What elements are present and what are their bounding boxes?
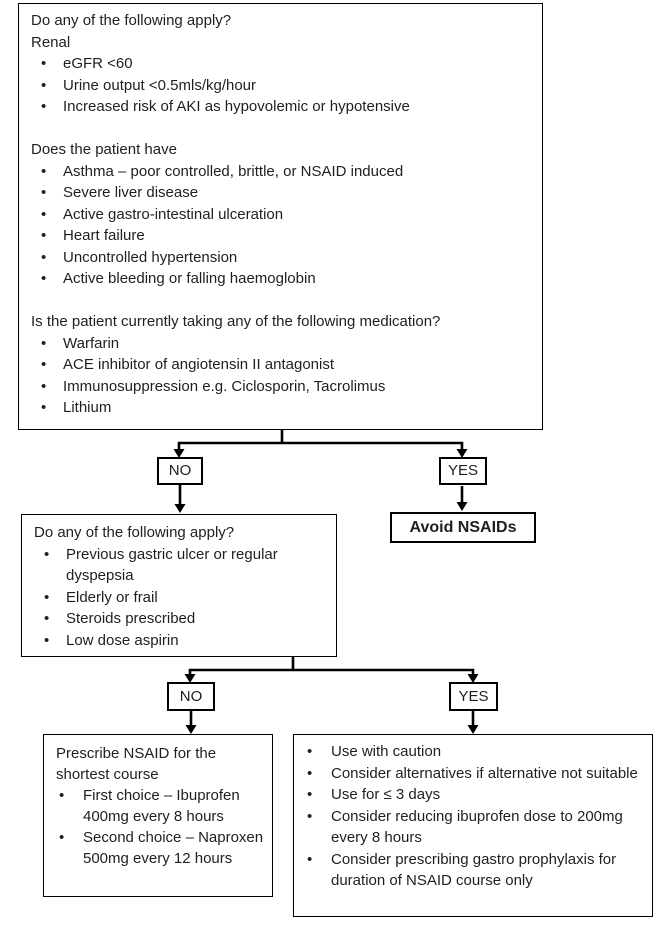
arrowhead-prescribe [185,725,197,734]
list-item: Use with caution [294,741,644,763]
list-item: Elderly or frail [34,587,328,609]
risk-question: Do any of the following apply? [34,524,235,541]
arrowhead-caution [467,725,479,734]
decision-no-1: NO [157,457,203,485]
decision-no-1-label: NO [168,462,192,480]
spacer [31,118,532,140]
list-item: Consider reducing ibuprofen dose to 200m… [294,806,644,849]
caution-list: Use with cautionConsider alternatives if… [294,741,644,892]
list-item: Second choice – Naproxen 500mg every 12 … [56,827,266,869]
list-item: Active bleeding or falling haemoglobin [31,268,532,290]
list-item: Severe liver disease [31,182,532,204]
list-item: Use for ≤ 3 days [294,784,644,806]
list-item: Lithium [31,397,532,419]
renal-heading: Renal [31,33,71,51]
list-item: Previous gastric ulcer or regular dyspep… [34,544,328,587]
gastric-risk-box: Do any of the following apply? Previous … [21,514,337,657]
patient-condition-list: Asthma – poor controlled, brittle, or NS… [31,161,532,290]
connector-branch2 [188,657,475,676]
arrowhead-riskbox [174,504,186,513]
list-item: Active gastro-intestinal ulceration [31,204,532,226]
list-item: Low dose aspirin [34,630,328,652]
list-item: eGFR <60 [31,53,532,75]
list-item: Asthma – poor controlled, brittle, or NS… [31,161,532,183]
patient-heading: Does the patient have [31,141,177,158]
renal-list: eGFR <60Urine output <0.5mls/kg/hourIncr… [31,53,532,118]
decision-yes-2-label: YES [458,687,489,705]
list-item: First choice – Ibuprofen 400mg every 8 h… [56,785,266,827]
medication-heading: Is the patient currently taking any of t… [31,313,441,330]
decision-no-2-label: NO [179,687,203,705]
arrowhead-avoid [456,502,468,511]
prescribe-heading: Prescribe NSAID for the shortest course [56,745,217,783]
decision-yes-1: YES [439,457,487,485]
list-item: Warfarin [31,333,532,355]
decision-yes-2: YES [449,682,498,711]
screening-questions-box: Do any of the following apply? Renal eGF… [18,3,543,430]
spacer [31,290,532,312]
medication-list: WarfarinACE inhibitor of angiotensin II … [31,333,532,419]
list-item: Consider prescribing gastro prophylaxis … [294,849,644,892]
list-item: Steroids prescribed [34,608,328,630]
risk-list: Previous gastric ulcer or regular dyspep… [34,544,328,652]
prescribe-nsaid-box: Prescribe NSAID for the shortest course … [43,734,273,897]
list-item: Immunosuppression e.g. Ciclosporin, Tacr… [31,376,532,398]
list-item: Uncontrolled hypertension [31,247,532,269]
decision-no-2: NO [167,682,215,711]
avoid-nsaids-label: Avoid NSAIDs [409,518,517,536]
prescribe-list: First choice – Ibuprofen 400mg every 8 h… [56,785,266,869]
list-item: Heart failure [31,225,532,247]
avoid-nsaids-box: Avoid NSAIDs [390,512,536,543]
list-item: Consider alternatives if alternative not… [294,763,644,785]
decision-yes-1-label: YES [447,462,478,480]
screening-question: Do any of the following apply? [31,12,232,29]
connector-branch1 [177,429,464,450]
list-item: Urine output <0.5mls/kg/hour [31,75,532,97]
use-with-caution-box: Use with cautionConsider alternatives if… [293,734,653,917]
list-item: ACE inhibitor of angiotensin II antagoni… [31,354,532,376]
list-item: Increased risk of AKI as hypovolemic or … [31,96,532,118]
